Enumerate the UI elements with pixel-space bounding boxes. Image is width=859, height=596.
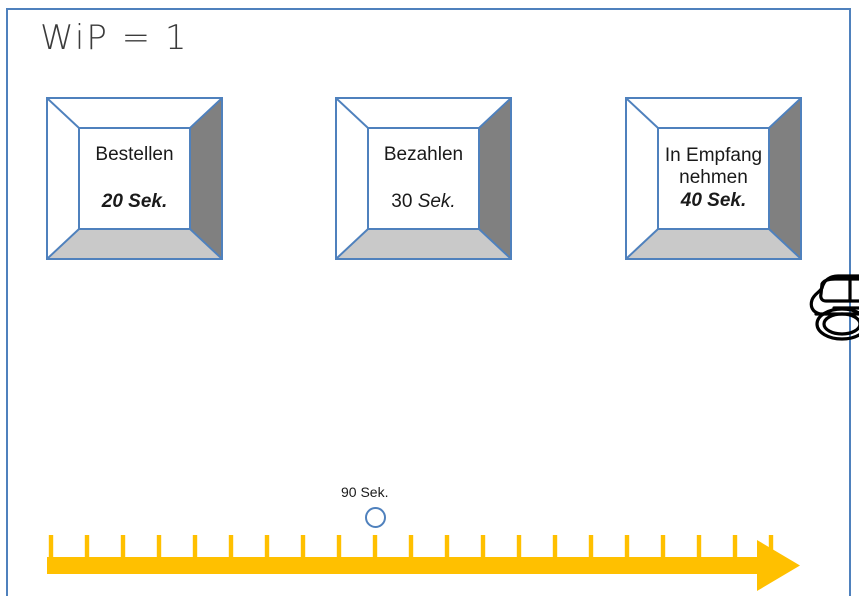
process-box-time-number: 30 [391, 190, 418, 212]
timeline-tick [228, 535, 234, 560]
process-box-time: 40 Sek. [680, 189, 747, 211]
timeline-tick [336, 535, 342, 560]
process-box-label: In Empfang nehmen [664, 144, 763, 189]
timeline-tick [660, 535, 666, 560]
timeline-tick [120, 535, 126, 560]
timeline-marker-label: 90 Sek. [341, 484, 389, 500]
timeline-tick [768, 535, 774, 560]
timeline-tick [588, 535, 594, 560]
timeline-tick [696, 535, 702, 560]
timeline-tick [732, 535, 738, 560]
timeline-tick [444, 535, 450, 560]
box-bevel-faces [48, 99, 221, 258]
timeline-tick [300, 535, 306, 560]
process-box-bestellen[interactable]: Bestellen 20 Sek. [46, 97, 223, 260]
process-box-in-empfang-nehmen[interactable]: In Empfang nehmen 40 Sek. [625, 97, 802, 260]
car-icon [806, 268, 859, 344]
timeline-tick [192, 535, 198, 560]
timeline-tick [408, 535, 414, 560]
process-box-face: Bezahlen 30 Sek. [367, 127, 480, 230]
process-box-face: In Empfang nehmen 40 Sek. [657, 127, 770, 230]
timeline-ticks [48, 535, 774, 560]
process-box-time-unit: Sek. [417, 190, 456, 212]
process-box-face: Bestellen 20 Sek. [78, 127, 191, 230]
process-box-time: 30 Sek. [391, 191, 455, 213]
page-title: WiP = 1 [40, 18, 189, 58]
process-box-time: 20 Sek. [101, 190, 168, 212]
process-box-bezahlen[interactable]: Bezahlen 30 Sek. [335, 97, 512, 260]
timeline-tick [552, 535, 558, 560]
timeline-tick [84, 535, 90, 560]
timeline-arrow [0, 470, 859, 596]
timeline-tick [264, 535, 270, 560]
timeline-tick [624, 535, 630, 560]
timeline-marker-circle[interactable] [365, 507, 386, 528]
timeline-tick [156, 535, 162, 560]
timeline-tick [48, 535, 54, 560]
timeline-tick [516, 535, 522, 560]
timeline-tick [480, 535, 486, 560]
box-bevel-faces [627, 99, 800, 258]
process-box-label: Bestellen [95, 144, 174, 166]
box-bevel-faces [337, 99, 510, 258]
timeline-tick [372, 535, 378, 560]
process-box-label: Bezahlen [383, 144, 464, 166]
